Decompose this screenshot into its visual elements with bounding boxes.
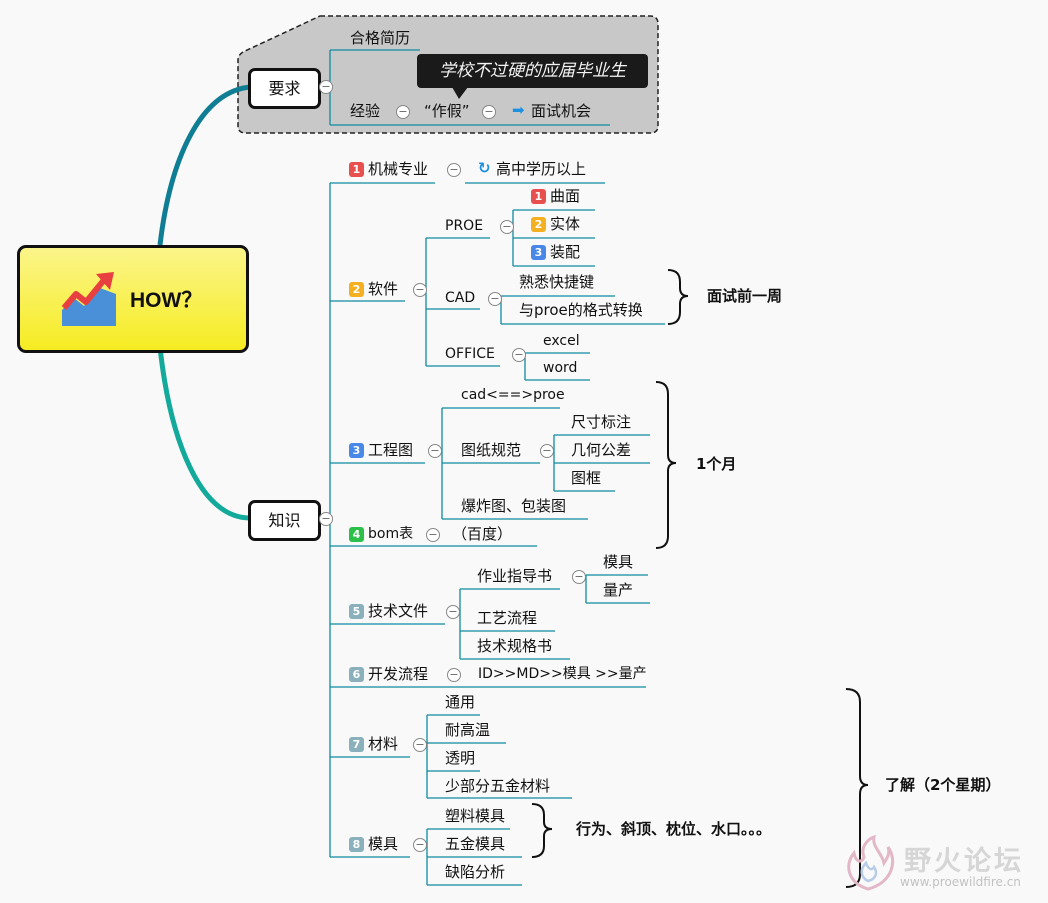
collapse-materials-icon[interactable]: − bbox=[413, 738, 427, 752]
collapse-cad-icon[interactable]: − bbox=[488, 292, 502, 306]
badge-7: 7 bbox=[349, 737, 364, 752]
bom-label: bom表 bbox=[368, 526, 414, 542]
guide-mold-label: 模具 bbox=[603, 553, 634, 571]
material-general-label: 通用 bbox=[445, 693, 476, 711]
collapse-proe-icon[interactable]: − bbox=[500, 220, 514, 234]
defect-analysis-label: 缺陷分析 bbox=[445, 863, 506, 881]
badge-proe-2: 2 bbox=[531, 217, 546, 232]
molds-label: 模具 bbox=[368, 835, 399, 853]
badge-proe-3: 3 bbox=[531, 245, 546, 260]
collapse-drawing-std-icon[interactable]: − bbox=[540, 444, 554, 458]
assembly-label: 装配 bbox=[550, 243, 581, 261]
qualified-resume-label: 合格简历 bbox=[350, 29, 411, 47]
collapse-molds-icon[interactable]: − bbox=[413, 838, 427, 852]
root-label: HOW？ bbox=[130, 289, 203, 312]
process-label: 工艺流程 bbox=[477, 609, 538, 627]
drawing-std-label: 图纸规范 bbox=[461, 441, 522, 459]
forum-watermark: 野火论坛 www.proewildfire.cn bbox=[838, 833, 1038, 895]
knowledge-label: 知识 bbox=[268, 510, 301, 530]
requirements-label: 要求 bbox=[268, 78, 301, 98]
branch-requirements bbox=[157, 84, 251, 246]
guide-production-label: 量产 bbox=[603, 581, 634, 599]
collapse-mechanical-icon[interactable]: − bbox=[447, 163, 461, 177]
materials-label: 材料 bbox=[368, 735, 399, 753]
mechanical-major-label: 机械专业 bbox=[368, 160, 429, 178]
arrow-right-icon: ➡ bbox=[512, 101, 525, 119]
brace-month bbox=[655, 381, 677, 549]
fake-label: “作假” bbox=[424, 102, 470, 120]
badge-5: 5 bbox=[349, 604, 364, 619]
collapse-knowledge-icon[interactable]: − bbox=[319, 512, 333, 526]
dimension-label: 尺寸标注 bbox=[571, 413, 632, 431]
work-guide-label: 作业指导书 bbox=[477, 567, 553, 585]
root-node[interactable]: HOW？ bbox=[17, 245, 249, 353]
collapse-office-icon[interactable]: − bbox=[512, 348, 526, 362]
badge-4: 4 bbox=[349, 527, 364, 542]
word-label: word bbox=[543, 360, 578, 376]
dev-flow-label: 开发流程 bbox=[368, 665, 429, 683]
brace-understand bbox=[845, 688, 869, 888]
knowledge-node[interactable]: 知识 bbox=[248, 500, 321, 541]
plastic-mold-label: 塑料模具 bbox=[445, 807, 506, 825]
solid-label: 实体 bbox=[550, 215, 581, 233]
shortcut-label: 熟悉快捷键 bbox=[519, 273, 595, 291]
baidu-label: （百度） bbox=[452, 525, 513, 543]
trend-chart-icon bbox=[61, 272, 116, 326]
collapse-bom-icon[interactable]: − bbox=[426, 528, 440, 542]
education-label: 高中学历以上 bbox=[496, 160, 587, 178]
tech-docs-label: 技术文件 bbox=[368, 602, 429, 620]
one-month-note: 1个月 bbox=[696, 455, 737, 473]
collapse-software-icon[interactable]: − bbox=[413, 283, 427, 297]
frame-label: 图框 bbox=[571, 469, 602, 487]
understand-note: 了解（2个星期） bbox=[885, 776, 1001, 794]
proe-label: PROE bbox=[445, 218, 484, 234]
requirements-node[interactable]: 要求 bbox=[248, 68, 321, 109]
badge-proe-1: 1 bbox=[531, 189, 546, 204]
surface-label: 曲面 bbox=[550, 187, 581, 205]
collapse-dev-flow-icon[interactable]: − bbox=[447, 668, 461, 682]
badge-3: 3 bbox=[349, 443, 364, 458]
badge-2: 2 bbox=[349, 282, 364, 297]
collapse-drawing-icon[interactable]: − bbox=[428, 444, 442, 458]
material-clear-label: 透明 bbox=[445, 749, 476, 767]
cad-proe-label: cad<==>proe bbox=[461, 387, 565, 403]
interview-chance-label: 面试机会 bbox=[531, 102, 592, 120]
collapse-fake-icon[interactable]: − bbox=[482, 105, 496, 119]
material-heat-label: 耐高温 bbox=[445, 721, 491, 739]
excel-label: excel bbox=[543, 333, 580, 349]
badge-8: 8 bbox=[349, 837, 364, 852]
watermark-title: 野火论坛 bbox=[904, 846, 1024, 877]
office-label: OFFICE bbox=[445, 346, 495, 362]
refresh-icon: ↻ bbox=[478, 159, 491, 177]
branch-knowledge bbox=[157, 346, 251, 521]
spec-label: 技术规格书 bbox=[477, 637, 553, 655]
brace-week bbox=[667, 269, 689, 325]
callout-tail bbox=[452, 87, 468, 99]
material-metal-label: 少部分五金材料 bbox=[445, 777, 551, 795]
explode-label: 爆炸图、包装图 bbox=[461, 497, 567, 515]
collapse-requirements-icon[interactable]: − bbox=[319, 80, 333, 94]
collapse-tech-docs-icon[interactable]: − bbox=[446, 605, 460, 619]
flame-logo-icon bbox=[847, 834, 895, 891]
software-label: 软件 bbox=[368, 280, 399, 298]
mold-terms-note: 行为、斜顶、枕位、水口。。。 bbox=[576, 820, 772, 838]
badge-1: 1 bbox=[349, 162, 364, 177]
badge-6: 6 bbox=[349, 667, 364, 682]
experience-label: 经验 bbox=[350, 102, 381, 120]
collapse-guide-icon[interactable]: − bbox=[572, 570, 586, 584]
gdt-label: 几何公差 bbox=[571, 441, 632, 459]
collapse-experience-icon[interactable]: − bbox=[396, 105, 410, 119]
engineering-drawing-label: 工程图 bbox=[368, 441, 414, 459]
watermark-url: www.proewildfire.cn bbox=[900, 875, 1021, 889]
brace-mold bbox=[531, 803, 553, 858]
format-convert-label: 与proe的格式转换 bbox=[519, 301, 643, 319]
callout-note: 学校不过硬的应届毕业生 bbox=[417, 54, 648, 88]
metal-mold-label: 五金模具 bbox=[445, 835, 506, 853]
week-before-note: 面试前一周 bbox=[707, 287, 783, 305]
dev-flow-steps-label: ID>>MD>>模具 >>量产 bbox=[478, 666, 647, 682]
cad-label: CAD bbox=[445, 290, 476, 306]
